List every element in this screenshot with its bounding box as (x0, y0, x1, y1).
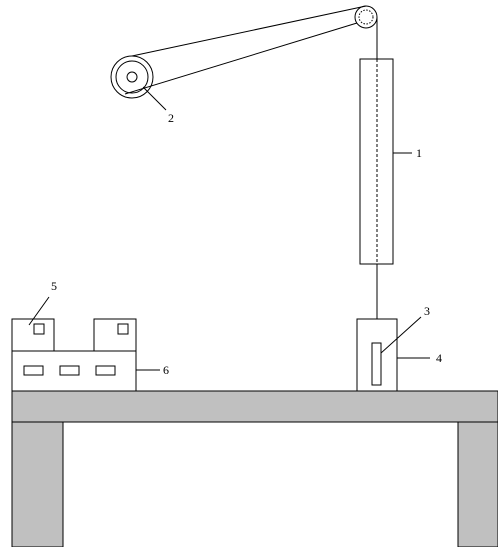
wire-to-reel-bottom (124, 22, 358, 95)
unit-slot-2 (59, 365, 80, 376)
sample-strip (371, 342, 382, 386)
label-5: 5 (51, 279, 57, 293)
wire (124, 5, 378, 343)
leader-5 (28, 296, 50, 326)
table-top (11, 390, 498, 423)
pulley-inner (358, 9, 374, 25)
label-6: 6 (163, 363, 169, 377)
reel-inner-ring (115, 60, 149, 94)
table-leg-left (11, 421, 64, 547)
unit-top-right-block (93, 318, 137, 352)
supply-reel (110, 55, 154, 99)
wire-to-reel-top (131, 5, 367, 57)
table (11, 390, 498, 547)
label-2: 2 (168, 111, 174, 125)
leader-2 (142, 86, 167, 111)
label-1: 1 (416, 146, 422, 160)
leader-3 (380, 316, 422, 354)
unit-slot-1 (23, 365, 44, 376)
label-4: 4 (436, 351, 442, 365)
pulley-outer (354, 5, 378, 29)
instrument-unit (11, 318, 137, 392)
leader-lines (28, 86, 430, 371)
table-leg-right (457, 421, 498, 547)
unit-top-left-block (11, 318, 55, 352)
column (359, 58, 394, 265)
unit-top-left-window (33, 323, 45, 335)
cell (356, 318, 398, 392)
callout-labels: 1 2 3 4 5 6 (51, 111, 442, 377)
reel-hub (126, 71, 138, 83)
top-pulley (354, 5, 378, 29)
unit-slot-3 (95, 365, 116, 376)
label-3: 3 (424, 304, 430, 318)
unit-top-right-window (117, 323, 129, 335)
